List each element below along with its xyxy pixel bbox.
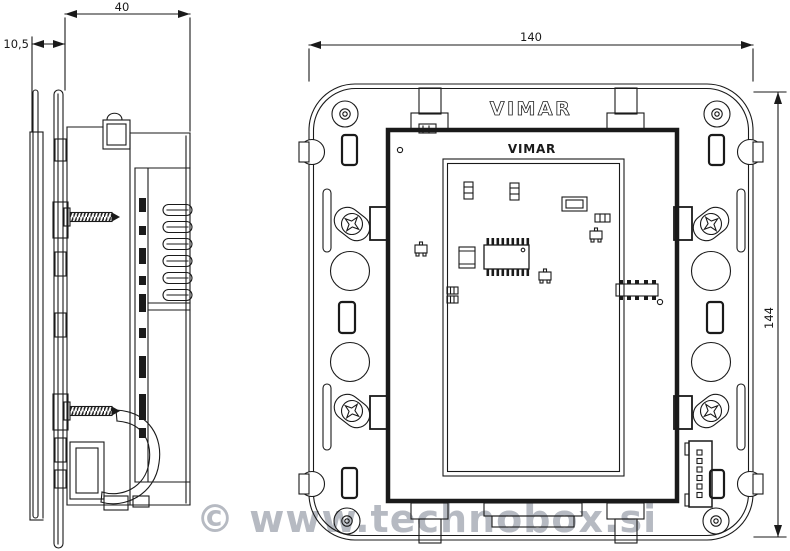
resistor-2 [509,182,520,201]
ic-chip [483,238,530,276]
edge-bump-left-bottom [298,470,326,498]
dim-10-5: 10,5 [3,36,66,132]
cable-loop [100,409,161,505]
resistor-1 [463,181,474,200]
smd-component [594,213,611,223]
fixing-screw-top-icon [63,207,121,227]
frame-vimar-logo: VIMAR [490,98,573,120]
smd-pair [446,286,459,304]
dim-40-label: 40 [115,0,130,14]
bottom-connector-6pin [684,440,713,508]
mounting-frame-outline [308,83,754,541]
corner-hole-bottom-left [333,507,361,535]
phillips-screw-bottom-right-icon [687,388,735,434]
edge-bump-right-bottom [736,470,764,498]
mounting-bracket-profile [52,89,69,549]
transistor-2-icon [414,241,428,257]
front-view: 140 144 [298,30,787,544]
terminal-pins [162,203,193,302]
rear-connector-block [69,441,150,511]
round-openings [329,250,732,383]
dim-144-label: 144 [762,307,776,329]
faceplate-profile [29,89,44,521]
transistor-1-icon [589,227,603,243]
corner-screw-holes [331,100,731,535]
phillips-screw-top-left-icon [328,201,376,247]
pin-header [615,280,659,300]
fixing-screw-bottom-icon [63,401,121,421]
edge-bump-right-top [736,138,764,166]
dim-40: 40 [64,0,191,132]
corner-hole-top-right [703,100,731,128]
terminal-contacts [139,198,146,438]
relay-component [561,196,588,212]
phillips-screw-top-right-icon [687,201,735,247]
edge-bump-left-top [298,138,326,166]
bottom-center-tab [483,502,583,528]
bottom-post-left [410,502,449,544]
capacitor-component [458,246,476,269]
dim-140: 140 [308,30,754,82]
screw-side-tabs [369,206,693,430]
phillips-screw-bottom-left-icon [328,388,376,434]
pcb-hole-top [396,146,404,154]
corner-hole-bottom-right [702,507,730,535]
edge-bumps [298,138,764,498]
transistor-3-icon [538,268,552,284]
mounting-claw [102,112,131,150]
dim-140-label: 140 [520,30,542,44]
bottom-post-right [606,502,645,544]
pcb-hole-bottom [656,298,664,306]
frame-slots [337,133,726,500]
pcb-outline [442,158,625,477]
edge-slots [322,188,746,451]
corner-hole-top-left [331,100,359,128]
side-view: 40 10,5 [3,0,193,549]
device-body-profile [66,126,191,506]
dim-10-5-label: 10,5 [3,37,29,51]
top-post-right [606,87,645,131]
top-post-left [410,87,449,134]
unit-vimar-logo: VIMAR [508,142,556,156]
flush-unit-outline [385,127,680,504]
dim-144: 144 [753,91,787,538]
